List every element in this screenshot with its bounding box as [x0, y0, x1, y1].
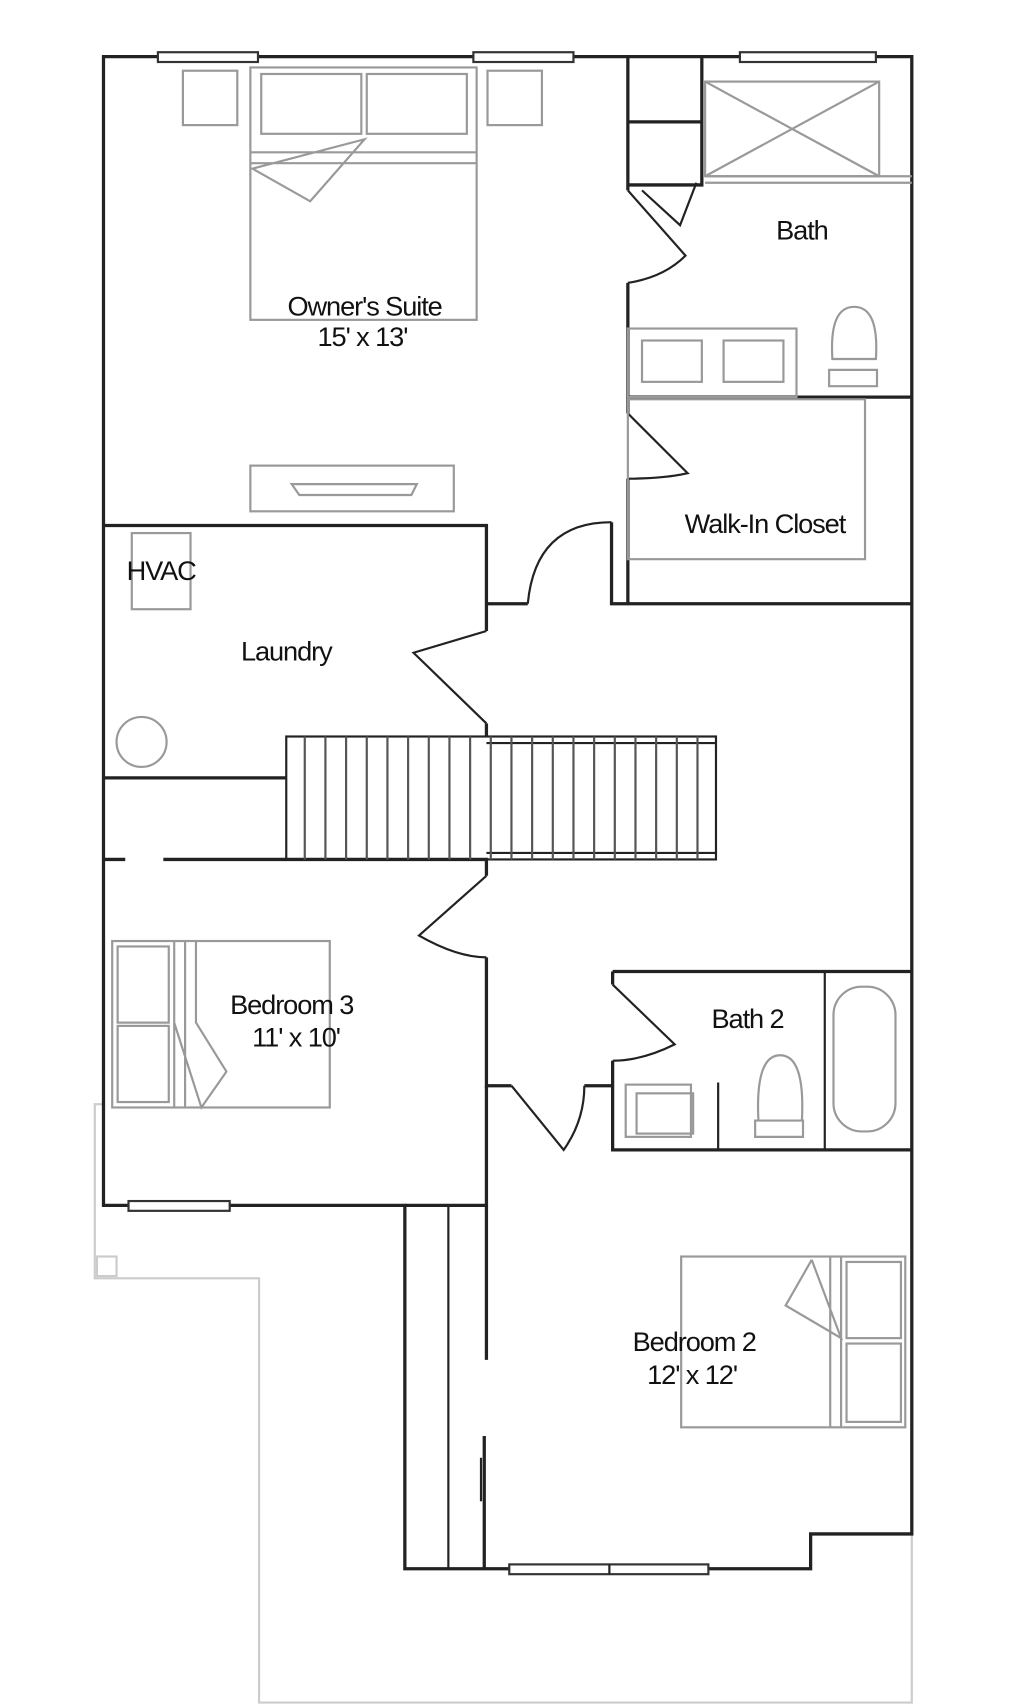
owners-bed — [181, 66, 544, 513]
exterior-outline — [93, 1103, 913, 1704]
bedroom3-dims: 11' x 10' — [252, 1022, 340, 1053]
stairs — [285, 735, 718, 861]
shower — [704, 80, 912, 184]
bath-vanity-toilet — [626, 305, 879, 561]
laundry-fixtures — [115, 531, 192, 769]
walls — [101, 54, 914, 1571]
bedroom3-label: Bedroom 3 — [230, 989, 353, 1020]
bedroom3-bed — [111, 939, 331, 1110]
bedroom2-bed — [680, 1255, 907, 1429]
owners-suite-dims: 15' x 13' — [318, 321, 408, 352]
walk-in-closet-label: Walk-In Closet — [685, 508, 847, 539]
bedroom2-label: Bedroom 2 — [633, 1326, 756, 1357]
doors — [411, 182, 698, 1502]
owners-suite-label: Owner's Suite — [287, 290, 441, 321]
bedroom2-dims: 12' x 12' — [647, 1359, 737, 1390]
bath-label: Bath — [776, 214, 828, 245]
bath2-fixtures — [624, 985, 897, 1138]
laundry-label: Laundry — [241, 635, 333, 666]
hvac-label: HVAC — [127, 555, 197, 586]
windows — [127, 51, 877, 1576]
bath2-label: Bath 2 — [711, 1003, 783, 1034]
